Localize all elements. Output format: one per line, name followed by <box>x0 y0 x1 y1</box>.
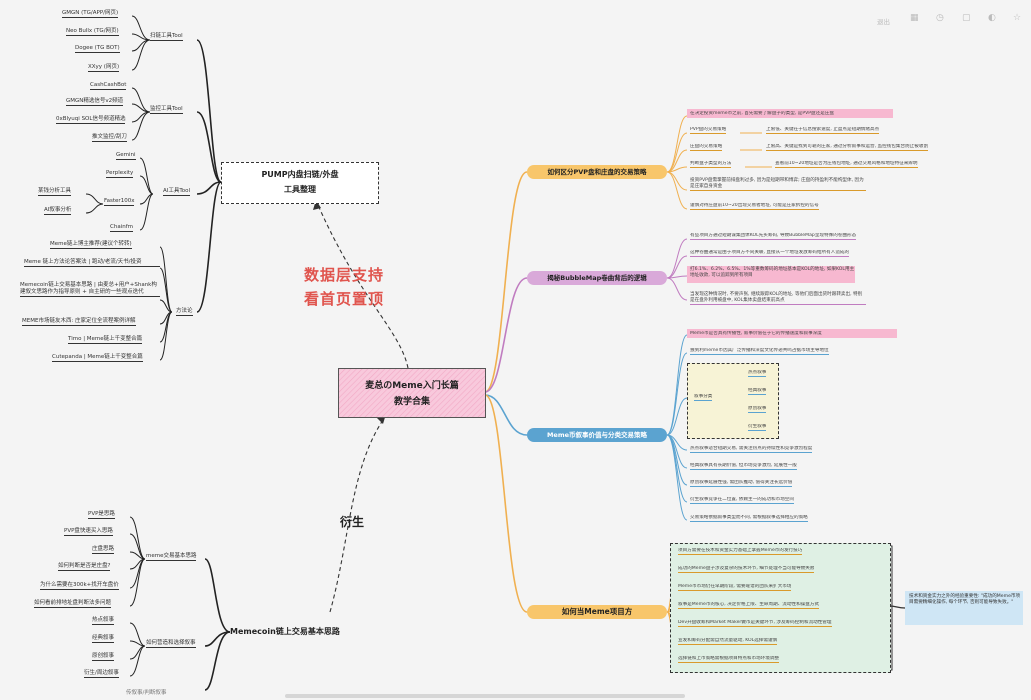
method-item[interactable]: Cutepanda | Meme链上千变整合篇 <box>52 354 143 362</box>
monitor-tool-item[interactable]: CashCashBot <box>90 82 127 90</box>
trade-item[interactable]: 庄盘思路 <box>92 546 115 554</box>
trade-item[interactable]: 如何判断是否是庄盘? <box>58 563 111 571</box>
project-note[interactable]: 技术和资金实力之外的经验重要性: "成功的Meme币项目需要精细化操作, 每个环… <box>909 594 1021 605</box>
trade-item[interactable]: 如何看前排地址盘判断法多问题 <box>34 600 112 608</box>
method-item[interactable]: Meme 链上方法论答案法 | 跑动/老流/天书/投资 <box>24 259 160 267</box>
narrative-bottom-item[interactable]: 衍生叙事竞争在二位置, 依赖主一的成功和市场空间 <box>690 497 794 504</box>
pump-line2: 工具整理 <box>284 185 316 194</box>
overlay-line1: 数据层支持 <box>304 266 385 284</box>
trade-item[interactable]: PVP盘快速买入思路 <box>64 528 113 536</box>
narrative-top-item[interactable]: 独到利meme币因其广泛传播和深度文化传递共鸣占据市场主导地位 <box>690 348 829 355</box>
pvp-row-detail[interactable]: 上限高、关键是找到可靠的庄家, 通过分析叙事和运营, 监控钱包集合防止被收割 <box>766 144 929 151</box>
project-note-box <box>905 591 1023 625</box>
project-item[interactable]: Dev开盘收筹和Market Maker做市是关键环节, 涉及筹码控制和流动性管… <box>678 620 832 627</box>
bubble-item[interactable]: 打6.1%、6.2%、6.5%、1%等重数筹码的地址基本是KOL的地址, 如果K… <box>690 267 855 278</box>
narrative-category-item[interactable]: 原创叙事 <box>748 406 767 413</box>
narrative-category-box <box>687 363 779 439</box>
cut-off-label[interactable]: 传叙事/判断叙事 <box>126 690 167 696</box>
pvp-row-detail[interactable]: 查看前10~20地址是否为庄钱包地址, 通过交易风格和地址特征来辨明 <box>775 161 918 168</box>
horizontal-scrollbar[interactable] <box>285 694 685 698</box>
ai-tools-label[interactable]: AI工具Tool <box>163 188 191 196</box>
narrative-category-item[interactable]: 衍生叙事 <box>748 424 767 431</box>
project-item[interactable]: 叙事是Meme币的核心, 决定价格上限、生命周期、流动性和操盘方式 <box>678 602 820 609</box>
bubble-item[interactable]: 这种卷曲通常是由于项目方不同关联, 直接从一个地址发放筹码给所有人造成的 <box>690 250 850 257</box>
grid-icon[interactable]: ▦ <box>910 13 919 23</box>
monitor-tools-label[interactable]: 监控工具Tool <box>150 106 183 114</box>
clock-icon[interactable]: ◷ <box>936 13 944 23</box>
narrative-bottom-item[interactable]: 原创叙事延展性强, 需团队推动, 值得关注长远价值 <box>690 480 793 487</box>
bubble-highlight <box>687 266 855 283</box>
narrative-bottom-item[interactable]: 经典叙事具有长期价值, 但市场竞争激烈, 延展性一般 <box>690 463 797 470</box>
narrative-choose-item[interactable]: 衍生/周边叙事 <box>84 670 119 678</box>
method-item[interactable]: MEME市场链友木西: 庄家定位全流程案例详解 <box>22 318 136 326</box>
ai-tool-item[interactable]: Faster100x <box>104 198 135 206</box>
pump-node[interactable]: PUMP内盘扫链/外盘 工具整理 <box>221 162 379 204</box>
pump-line1: PUMP内盘扫链/外盘 <box>261 170 339 179</box>
project-item[interactable]: 选择链和上币策略需根据项目特点和市场环境调整 <box>678 656 780 663</box>
pvp-head[interactable]: 在决定投资meme币之前, 首先需要了解盘子的类型, 是PVP盘还是庄盘 <box>690 111 834 116</box>
project-item[interactable]: 项目方需要在技术和资金实力基础上掌握Meme币的发行技巧 <box>678 548 803 555</box>
scan-tools-label[interactable]: 扫链工具Tool <box>150 33 183 41</box>
ai-tool-item[interactable]: Perplexity <box>106 170 134 178</box>
bubble-node[interactable]: 揭秘BubbleMap卷曲背后的逻辑 <box>527 271 667 285</box>
narrative-category-item[interactable]: 经典叙事 <box>748 388 767 395</box>
bubble-item[interactable]: 有些项目方通过短期谋集团体KOL先买筹码, 导致BubbleMap呈现特殊的卷曲… <box>690 233 857 240</box>
narrative-choose-item[interactable]: 经典叙事 <box>92 635 115 643</box>
trade-label[interactable]: meme交易基本思路 <box>146 553 197 561</box>
narrative-node[interactable]: Meme币叙事价值与分类交易策略 <box>527 428 667 442</box>
basic-trade-title[interactable]: Memecoin链上交易基本思路 <box>230 627 340 636</box>
narrative-choose-label[interactable]: 如何营造和选择叙事 <box>146 640 196 648</box>
project-item[interactable]: 成功的Meme盘子涉及复杂的技术环节, 细节处理不当可能导致失败 <box>678 566 815 573</box>
monitor-tool-item[interactable]: 推文监控/刮刀 <box>92 134 127 142</box>
pvp-node[interactable]: 如何区分PVP盘和庄盘的交易策略 <box>527 165 667 179</box>
pvp-row-label[interactable]: PVP盘的交易策略 <box>690 127 727 134</box>
pvp-note[interactable]: 投资PVP盘需掌握前排盘利过多, 因为是短期带和博弈; 庄盘的持盈利不能构型体,… <box>690 178 866 191</box>
narrative-top-highlight <box>687 329 897 338</box>
pvp-head-highlight <box>687 109 893 118</box>
method-item[interactable]: Memecoin链上交易基本思路 | 由麦总+用户+Shank构建叙文思路作为指… <box>20 282 160 297</box>
narrative-top-item[interactable]: Meme币是否具有传播性, 叙事价值在于它的传播速度和叙事深度 <box>690 331 822 336</box>
monitor-tool-item[interactable]: GMGN精选信号v2频道 <box>66 98 124 106</box>
center-node[interactable]: 麦总のMeme入门长篇 教学合集 <box>338 368 486 418</box>
project-item[interactable]: Meme币市场仍在早期阶段, 需要靠谱的团队来扩大市场 <box>678 584 792 591</box>
derive-label: 衍生 <box>340 515 365 529</box>
star-icon[interactable]: ☆ <box>1013 13 1022 23</box>
overlay-line2: 看首页置顶 <box>304 290 385 308</box>
narrative-bottom-item[interactable]: 交易策略依据叙事类型而不同, 需根据叙事选择相应的策略 <box>690 515 808 522</box>
center-title-line1: 麦总のMeme入门长篇 <box>365 381 459 391</box>
faster-child-item[interactable]: AI叙事分析 <box>44 207 72 215</box>
faster-child-item[interactable]: 某钱分析工具 <box>38 188 72 196</box>
method-item[interactable]: Meme链上博主推荐(建议个转转) <box>50 241 132 249</box>
pvp-row-label[interactable]: 庄盘的交易策略 <box>690 144 723 151</box>
narrative-choose-item[interactable]: 热点叙事 <box>92 617 115 625</box>
center-title-line2: 教学合集 <box>393 397 430 407</box>
ai-tool-item[interactable]: Chainfm <box>110 224 134 232</box>
ai-tool-item[interactable]: Gemini <box>116 152 136 160</box>
pvp-row-detail[interactable]: 上限低、关键在于信息搜索速度, 止盈点是短期情绪高点 <box>766 127 880 134</box>
bubble-item[interactable]: 当发现这种情况时, 不要声张, 继续跟踪KOL的地址, 等他们后面出货时跟转卖出… <box>690 292 866 305</box>
methods-label[interactable]: 方法论 <box>176 308 193 316</box>
exit-button[interactable]: 退出 <box>877 18 890 26</box>
half-circle-icon[interactable]: ◐ <box>988 13 996 23</box>
narrative-choose-item[interactable]: 原创叙事 <box>92 653 115 661</box>
pvp-note[interactable]: 谨慎对待庄盘前10~20出现交易者地址, 可能是庄家拆控的信号 <box>690 203 819 210</box>
trade-item[interactable]: 为什么需要在300k+找开车盘价 <box>40 582 119 590</box>
method-item[interactable]: Timo | Meme链上千变整合篇 <box>68 336 143 344</box>
scan-tool-item[interactable]: Neo Bullx (TG/网页) <box>66 28 119 36</box>
monitor-tool-item[interactable]: 0xBlyuqi SOL信号频道精选 <box>56 116 126 124</box>
scan-tool-item[interactable]: Dogee (TG BOT) <box>75 45 120 53</box>
pvp-row-label[interactable]: 判断盘子类型的方法 <box>690 161 732 168</box>
project-item[interactable]: 宣发和筹码分配需自然流量驱动, KOL选择需谨慎 <box>678 638 778 645</box>
scan-tool-item[interactable]: XXyy (网页) <box>88 64 120 72</box>
project-node[interactable]: 如何当Meme项目方 <box>527 605 667 619</box>
narrative-category-label[interactable]: 叙事分类 <box>694 394 713 401</box>
narrative-bottom-item[interactable]: 热点叙事适合短期交易, 需关注热点的持续性和竞争激烈程度 <box>690 446 813 453</box>
narrative-category-item[interactable]: 热点叙事 <box>748 370 767 377</box>
scan-tool-item[interactable]: GMGN (TG/APP/网页) <box>62 10 119 18</box>
trade-item[interactable]: PVP是思路 <box>88 511 115 519</box>
square-icon[interactable]: ▢ <box>962 13 971 23</box>
